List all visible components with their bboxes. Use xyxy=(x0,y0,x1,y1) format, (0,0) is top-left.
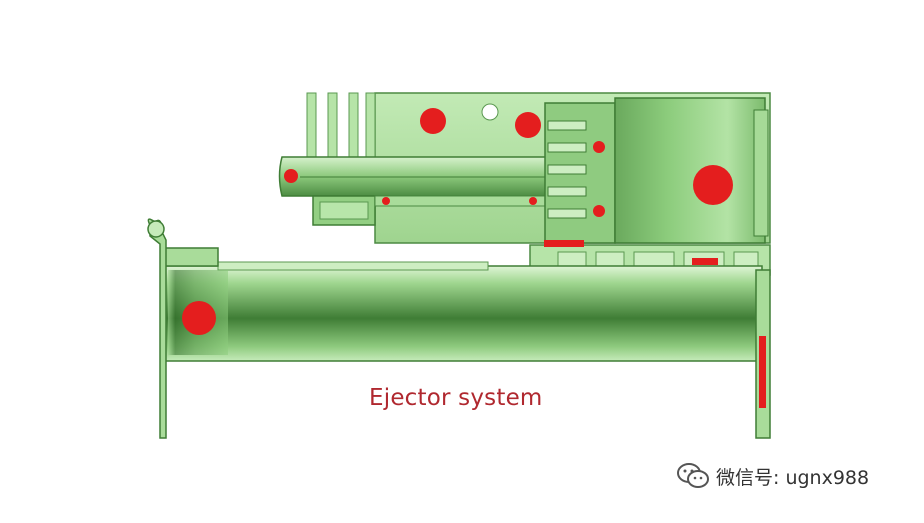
ejector-tube xyxy=(161,261,763,362)
wechat-icon xyxy=(677,463,709,488)
slot-groove xyxy=(374,195,546,207)
watermark-text: 微信号: ugnx988 xyxy=(716,466,870,489)
diagram-caption: Ejector system xyxy=(369,385,543,411)
cylinder-housing xyxy=(544,97,769,244)
watermark: 微信号: ugnx988 xyxy=(676,462,869,490)
ejector-pin xyxy=(278,156,549,197)
guide-ribs xyxy=(306,92,376,166)
comb-fins xyxy=(547,120,587,219)
red-markers xyxy=(182,108,766,408)
left-flange xyxy=(147,218,219,439)
vent-hole xyxy=(481,103,499,121)
pin-head-block xyxy=(312,195,376,226)
